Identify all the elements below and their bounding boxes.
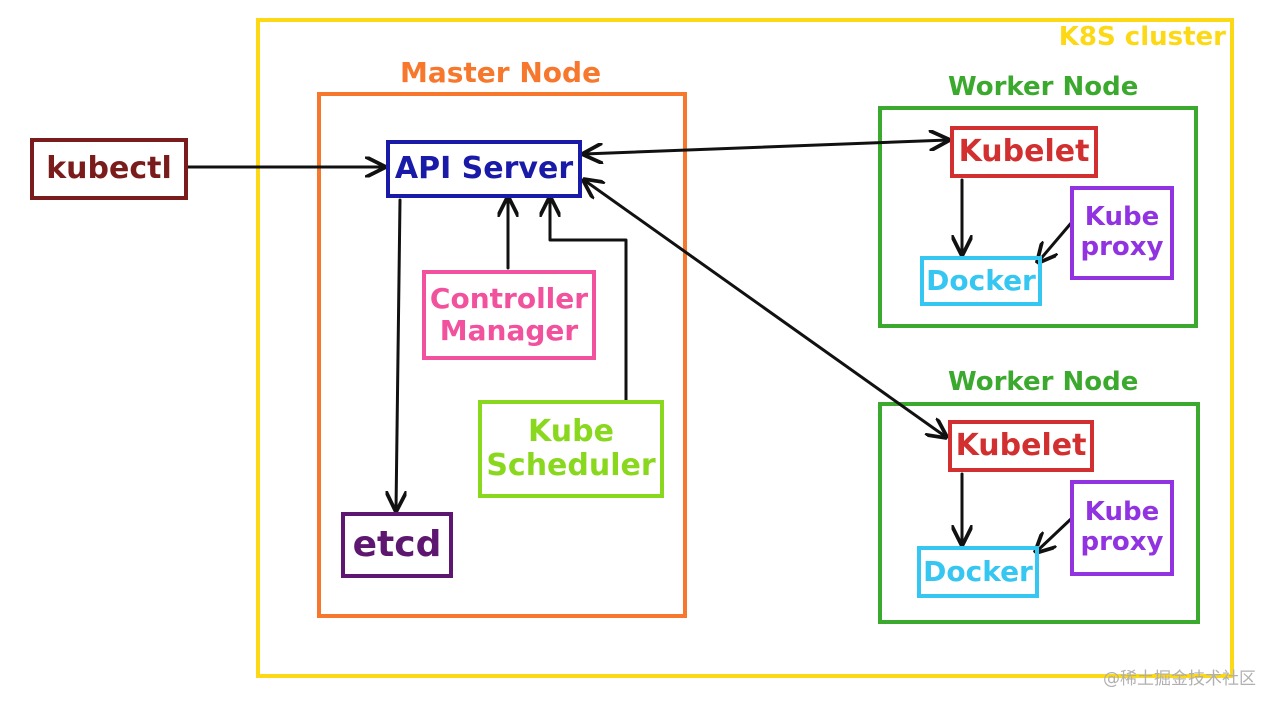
kube-scheduler-box: Kube Scheduler xyxy=(478,400,664,498)
worker2-proxy-to-docker-arrow xyxy=(1036,516,1074,552)
worker-2-kubelet-box: Kubelet xyxy=(948,420,1094,472)
controller-manager-line-1: Controller xyxy=(429,281,589,315)
controller-manager-line-2: Manager xyxy=(439,314,579,347)
api-to-worker1-kubelet-arrow xyxy=(584,140,948,154)
worker-1-proxy-line-1: Kube xyxy=(1084,202,1160,233)
worker-2-docker-box: Docker xyxy=(917,546,1039,598)
etcd-box: etcd xyxy=(341,512,453,578)
master-node-label: Master Node xyxy=(400,56,602,89)
worker1-proxy-to-docker-arrow xyxy=(1038,220,1074,262)
api-to-etcd-arrow xyxy=(396,198,400,510)
kube-scheduler-line-2: Scheduler xyxy=(486,448,656,483)
worker-node-1-label: Worker Node xyxy=(948,72,1139,102)
api-server-box: API Server xyxy=(386,140,582,198)
kube-scheduler-line-1: Kube xyxy=(528,413,614,449)
worker-2-proxy-line-2: proxy xyxy=(1080,527,1164,557)
k8s-cluster-boundary xyxy=(256,18,1234,678)
worker-2-proxy-line-1: Kube xyxy=(1084,497,1160,528)
worker-2-kube-proxy-box: Kube proxy xyxy=(1070,480,1174,576)
worker-1-proxy-line-2: proxy xyxy=(1080,232,1164,262)
controller-manager-box: Controller Manager xyxy=(422,270,596,360)
kubectl-box: kubectl xyxy=(30,138,188,200)
worker-1-docker-box: Docker xyxy=(920,256,1042,306)
watermark-text: @稀土掘金技术社区 xyxy=(1103,669,1256,689)
worker-node-2-boundary xyxy=(878,402,1200,624)
scheduler-to-api-arrow xyxy=(550,198,628,402)
worker-1-kube-proxy-box: Kube proxy xyxy=(1070,186,1174,280)
k8s-cluster-label: K8S cluster xyxy=(1058,22,1226,52)
worker-node-2-label: Worker Node xyxy=(948,367,1139,397)
api-to-worker2-kubelet-arrow xyxy=(584,180,946,437)
worker-1-kubelet-box: Kubelet xyxy=(950,126,1098,178)
